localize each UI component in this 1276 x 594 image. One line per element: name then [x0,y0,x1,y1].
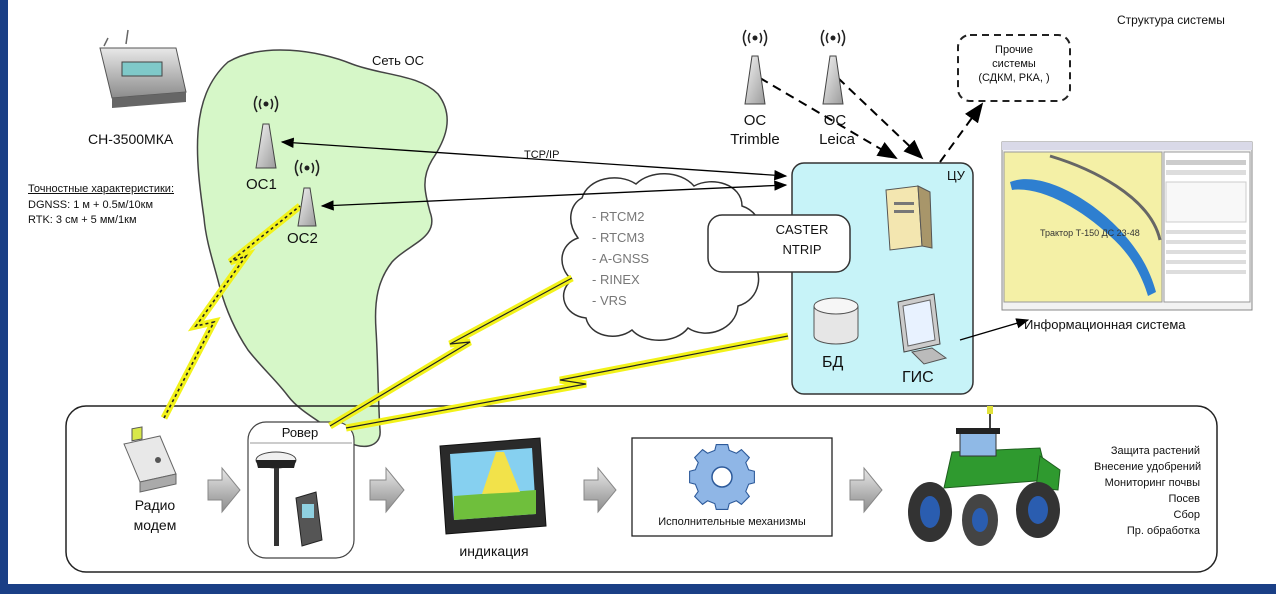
station-leica-line1: ОС [823,112,847,129]
radio-modem-line1: Радио [134,497,176,513]
indication-display-icon [439,437,547,535]
flow-arrow-1 [207,466,241,514]
arrow-os2 [320,180,788,211]
leica-dash [837,77,924,160]
operation-1: Защита растений [1110,445,1200,457]
other-systems-box [957,34,1071,102]
antenna-icon-os2 [294,159,320,227]
gear-icon [689,444,755,510]
antenna-icon-leica [820,29,846,105]
page-title: Структура системы [1117,13,1225,27]
caster-box [707,214,851,273]
flow-arrow-4 [849,466,883,514]
protocol-rtcm2: - RTCM2 [592,209,645,224]
rover-gnss-icon [255,451,323,547]
protocol-agnss: - A-GNSS [592,251,650,266]
accuracy-rtk: RTK: 3 см + 5 мм/1км [28,214,137,226]
accuracy-dgnss: DGNSS: 1 м + 0.5м/10км [28,199,154,211]
frame-left [0,0,8,594]
station-trimble-line2: Trimble [730,131,780,148]
database-icon [813,297,859,345]
tcp-ip-label: TCP/IP [524,149,560,161]
info-system-arrow [959,318,1030,341]
process-frame [65,405,1218,573]
antenna-icon-os1 [253,95,279,169]
radio-modem-line2: модем [133,517,177,533]
operation-5: Сбор [1173,509,1200,521]
screenshot-caption: Трактор Т-150 ДС 23-48 [1040,228,1140,238]
radio-link-dashes [163,205,301,419]
station-os2-label: ОС2 [287,230,318,247]
rover-label: Ровер [281,425,319,440]
other-systems-dash [939,102,984,163]
other-systems-line2: системы [992,58,1036,70]
protocol-rinex: - RINEX [592,272,640,287]
receiver-device-icon [99,29,187,108]
control-center-label: ЦУ [947,168,965,183]
operation-2: Внесение удобрений [1094,461,1202,473]
caster-line2: NTRIP [782,242,822,257]
gis-monitor-icon [897,293,948,365]
operation-6: Пр. обработка [1126,525,1200,537]
caster-line1: CASTER [775,222,829,237]
network-label: Сеть ОС [372,53,425,68]
control-center-box [791,162,974,395]
flow-arrow-2 [369,466,405,514]
server-icon [885,185,933,251]
station-leica-line2: Leica [819,131,855,148]
info-system-screenshot [1001,141,1253,311]
indication-label: индикация [459,543,529,559]
protocol-vrs: - VRS [592,293,627,308]
actuators-label: Исполнительные механизмы [658,516,806,528]
info-system-label: Информационная система [1024,317,1186,332]
tractor-icon [908,406,1061,546]
rover-link-line [329,277,573,427]
gis-label: ГИС [902,369,934,386]
station-trimble-line1: ОС [743,112,767,129]
flow-arrow-3 [583,466,617,514]
other-systems-line3: (СДКМ, РКА, ) [978,72,1050,84]
tcp-arrow-os1 [280,137,788,181]
antenna-icon-trimble [742,29,768,105]
operation-4: Посев [1168,493,1201,505]
operation-3: Мониторинг почвы [1104,477,1200,489]
protocol-rtcm3: - RTCM3 [592,230,645,245]
station-os1-label: ОС1 [246,176,277,193]
accuracy-heading: Точностные характеристики: [28,183,175,195]
other-systems-line1: Прочие [995,44,1033,56]
device-name: СН-3500МКА [88,131,174,147]
center-link-line [345,335,789,429]
radio-modem-icon [123,426,177,493]
frame-bottom [0,584,1276,594]
database-label: БД [822,354,844,371]
trimble-dash [759,77,898,160]
